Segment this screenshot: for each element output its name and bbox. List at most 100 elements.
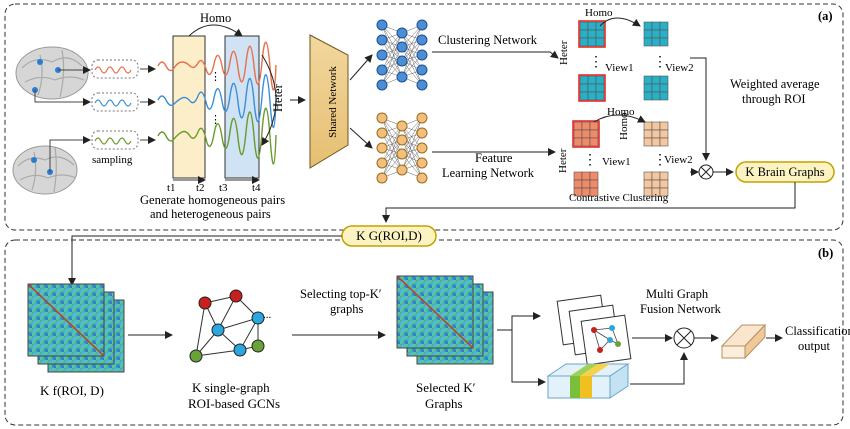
generate-line1: Generate homogeneous pairs xyxy=(140,193,285,207)
gcn-node xyxy=(211,323,225,337)
grid-cell xyxy=(659,137,669,147)
card-edge xyxy=(593,329,601,351)
grid-cell xyxy=(651,29,661,39)
nn-node xyxy=(416,127,428,139)
grid-cell xyxy=(651,137,661,147)
grid-cell xyxy=(659,37,669,47)
grid-dots: ⋮ xyxy=(653,153,667,168)
grid-cell xyxy=(643,75,653,85)
nn-node xyxy=(376,79,388,91)
grid-cell xyxy=(595,91,605,101)
gcn-edge xyxy=(195,302,206,357)
k-brain-graphs-box xyxy=(735,161,835,183)
card-node xyxy=(615,341,621,347)
grid-cell xyxy=(659,129,669,139)
grid-cell xyxy=(579,91,589,101)
brain-link-2 xyxy=(34,90,91,106)
nn-node xyxy=(416,34,428,46)
gcn-node xyxy=(251,311,265,325)
time-window-homo xyxy=(172,35,206,179)
selected-heatmaps xyxy=(396,275,494,365)
gcn-node xyxy=(233,343,247,357)
grid-cell xyxy=(579,21,589,31)
nn-node xyxy=(376,34,388,46)
grid-cell xyxy=(581,137,591,147)
brain-icon-top xyxy=(15,46,89,100)
nn-node xyxy=(376,142,388,154)
nn-edge xyxy=(381,125,403,164)
tick-t1: t1 xyxy=(167,182,176,194)
grid-cell xyxy=(643,171,653,181)
grid-cell xyxy=(573,179,583,189)
nn-node xyxy=(396,148,408,160)
grid-cell xyxy=(643,83,653,93)
nn-node xyxy=(376,112,388,124)
grid-cell xyxy=(595,83,605,93)
nn-edge xyxy=(401,117,423,171)
view1-lower-label: View1 xyxy=(602,156,631,168)
grid-cell xyxy=(659,171,669,181)
gcn-edge xyxy=(195,349,241,357)
grid-cell xyxy=(643,179,653,189)
grid-cell xyxy=(659,91,669,101)
nn-node xyxy=(396,55,408,67)
gcn-ellipsis: ... xyxy=(263,309,272,321)
mini-signal-box-blue xyxy=(91,92,139,112)
multi-line2: Fusion Network xyxy=(640,302,722,316)
nn-edge xyxy=(401,132,423,171)
nn-node xyxy=(396,41,408,53)
svg-text:⋮: ⋮ xyxy=(210,71,221,83)
grid-cell xyxy=(587,21,597,31)
panel-b-tag: (b) xyxy=(818,246,833,260)
nn-node xyxy=(416,19,428,31)
view2-upper-label: View2 xyxy=(665,62,694,74)
nn-node xyxy=(396,134,408,146)
nn-node xyxy=(376,157,388,169)
feature-network-nn xyxy=(376,112,428,184)
select-line2: graphs xyxy=(330,302,363,316)
grid-cell xyxy=(651,75,661,85)
tick-t2: t2 xyxy=(196,182,205,194)
clustering-grids: ⋮⋮ xyxy=(578,20,669,102)
graph-card xyxy=(580,314,632,366)
tick-t4: t4 xyxy=(252,182,261,194)
nn-edge xyxy=(381,32,403,86)
grid-cell xyxy=(579,29,589,39)
gcn-node xyxy=(198,296,212,310)
nn-node xyxy=(396,71,408,83)
grid-highlight xyxy=(578,20,606,48)
kf-label: K f(ROI, D) xyxy=(40,383,104,398)
grid-highlight xyxy=(572,120,600,148)
nn-node xyxy=(376,64,388,76)
signal-red xyxy=(157,41,277,91)
grid-cell xyxy=(581,121,591,131)
multi-line1: Multi Graph xyxy=(646,287,709,301)
grid-cell xyxy=(581,129,591,139)
grid-cell xyxy=(581,171,591,181)
view2-lower-label: View2 xyxy=(664,154,693,166)
grid-cell xyxy=(651,171,661,181)
grid-cell xyxy=(659,121,669,131)
nn-node xyxy=(376,127,388,139)
gcn-graph xyxy=(189,289,265,363)
grid-cell xyxy=(643,21,653,31)
grid-cell xyxy=(573,137,583,147)
feature-line2: Learning Network xyxy=(442,166,535,180)
heter-arc xyxy=(261,54,277,146)
heter-lower-label: Heter xyxy=(557,148,569,173)
mini-signal-box-red xyxy=(91,59,139,79)
k-brain-graphs-label: K Brain Graphs xyxy=(745,165,824,179)
grid-cell xyxy=(595,29,605,39)
grid-cell xyxy=(573,171,583,181)
clustering-network-label: Clustering Network xyxy=(438,33,538,47)
svg-text:⋮: ⋮ xyxy=(210,114,221,126)
grid-cell xyxy=(643,29,653,39)
grid-cell xyxy=(573,121,583,131)
card-node xyxy=(609,325,615,331)
selected-line1: Selected K′ xyxy=(416,380,476,395)
grid-cell xyxy=(643,137,653,147)
grid-cell xyxy=(643,37,653,47)
grid-cell xyxy=(587,75,597,85)
grid-dots: ⋮ xyxy=(653,55,667,70)
nn-edge xyxy=(381,32,403,71)
